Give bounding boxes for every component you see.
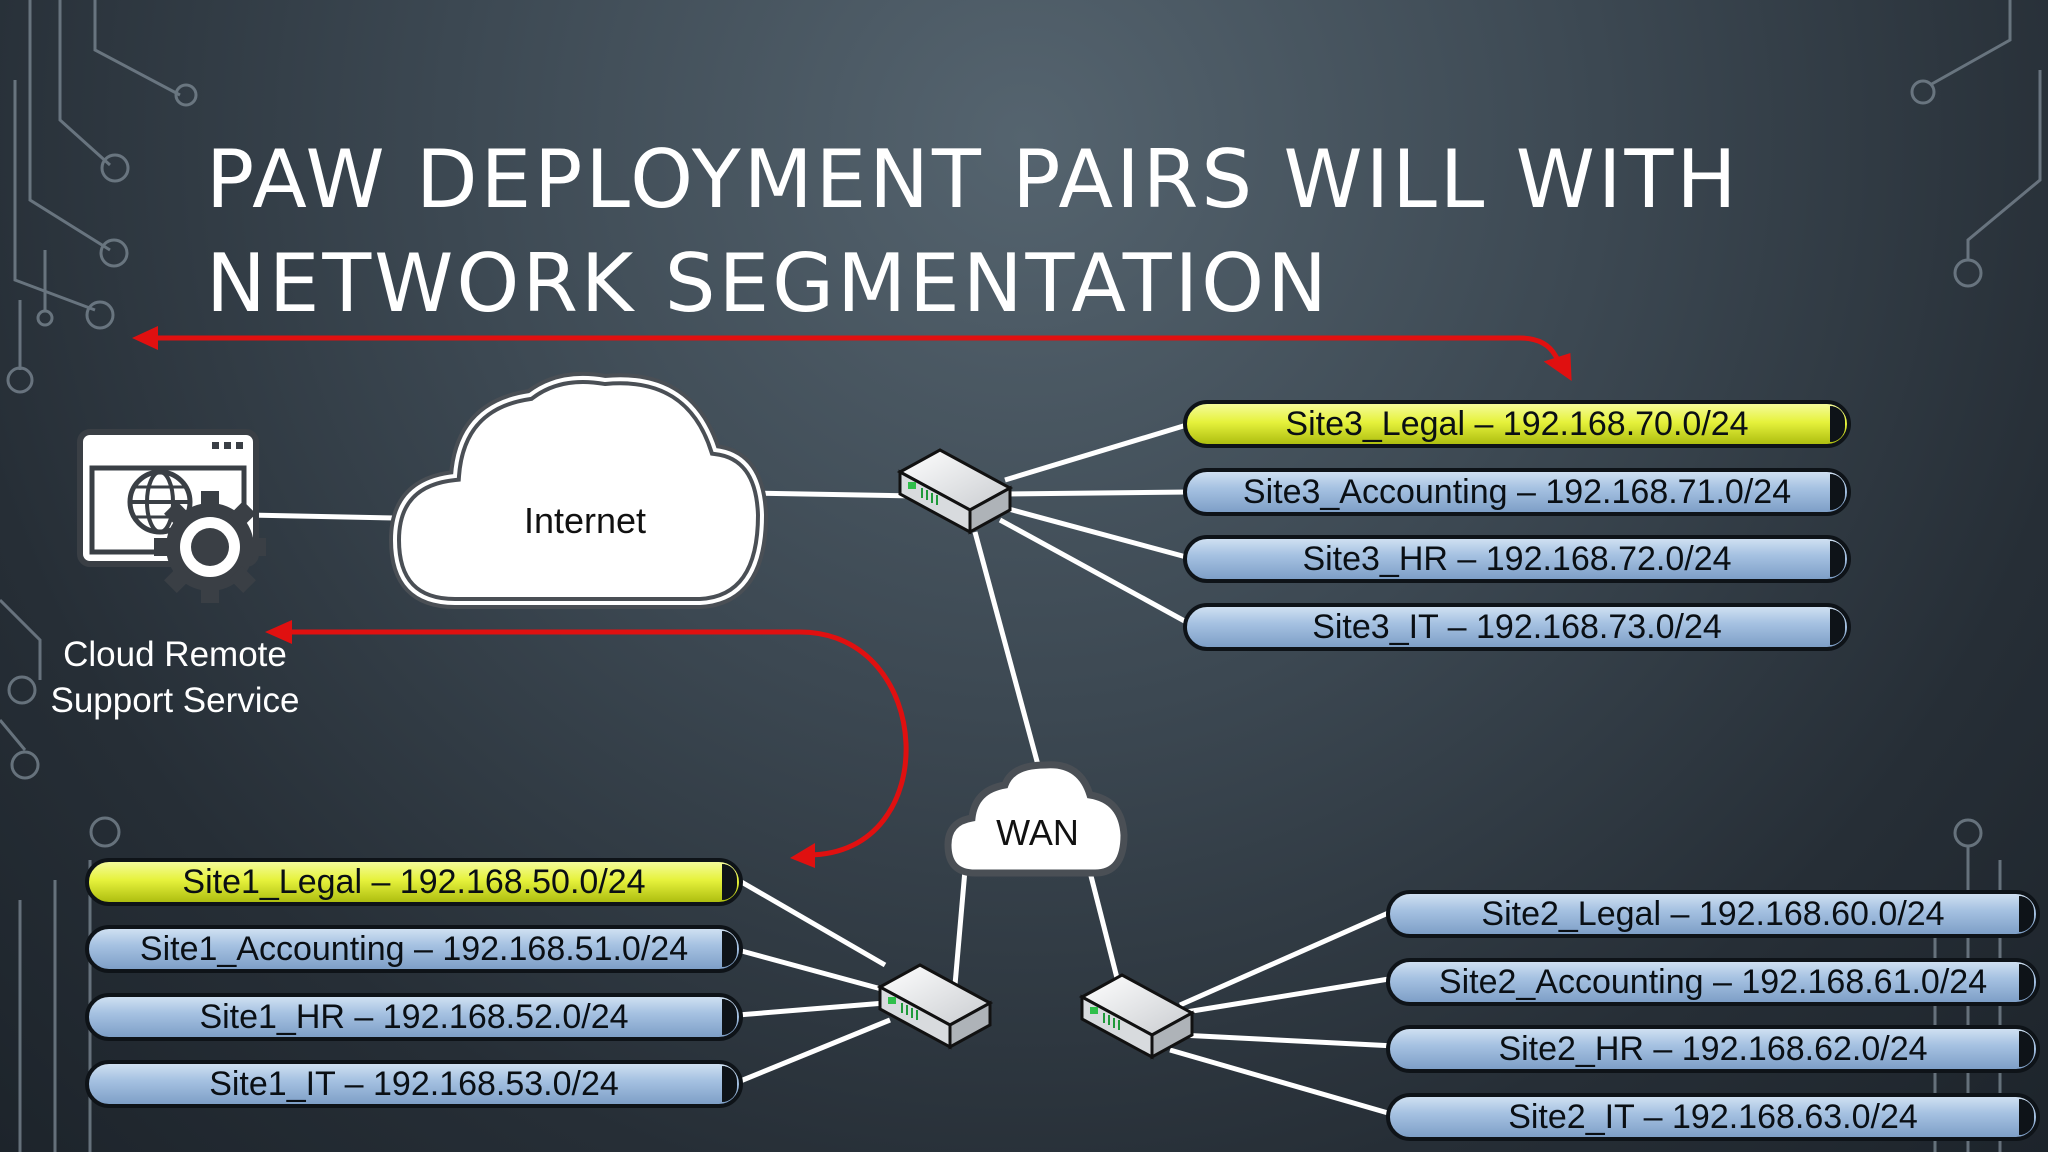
- switch-site2-icon: [1078, 973, 1196, 1060]
- switch-site1-icon: [876, 963, 994, 1050]
- link-switch3-accounting: [1004, 489, 1191, 497]
- segment-site1-it: Site1_IT – 192.168.53.0/24: [85, 1060, 743, 1108]
- cloud-service-label: Cloud Remote Support Service: [30, 632, 320, 724]
- red-arrow-top: [132, 326, 1572, 381]
- segment-site1-hr: Site1_HR – 192.168.52.0/24: [85, 993, 743, 1041]
- segment-site3-hr: Site3_HR – 192.168.72.0/24: [1183, 535, 1851, 583]
- segment-site1-legal: Site1_Legal – 192.168.50.0/24: [85, 858, 743, 906]
- internet-cloud-icon: [388, 371, 769, 609]
- switch-site3-icon: [896, 448, 1014, 535]
- cloud-service-label-line-2: Support Service: [50, 681, 300, 720]
- link-wan-switch1: [952, 869, 968, 986]
- wan-label: WAN: [996, 812, 1079, 853]
- title-line-2: NETWORK SEGMENTATION: [206, 237, 1330, 330]
- cloud-service-label-line-1: Cloud Remote: [63, 635, 287, 674]
- link-switch1-hr: [737, 1000, 886, 1018]
- link-switch1-accounting: [737, 947, 886, 993]
- link-switch3-wan: [972, 531, 1041, 766]
- link-service-internet: [249, 512, 396, 521]
- cloud-service-icon: [77, 429, 266, 603]
- slide-title: PAW DEPLOYMENT PAIRS WILL WITH NETWORK S…: [206, 128, 1906, 336]
- link-internet-switch3: [744, 490, 916, 499]
- network-links: [249, 421, 1397, 1118]
- segment-site2-legal: Site2_Legal – 192.168.60.0/24: [1386, 890, 2040, 938]
- link-switch3-it: [998, 517, 1192, 627]
- red-arrow-bottom: [265, 620, 909, 868]
- segment-site2-hr: Site2_HR – 192.168.62.0/24: [1386, 1025, 2040, 1073]
- link-switch3-hr: [1004, 505, 1191, 561]
- title-line-1: PAW DEPLOYMENT PAIRS WILL WITH: [206, 133, 1740, 226]
- link-switch2-it: [1169, 1047, 1396, 1118]
- segment-site3-legal: Site3_Legal – 192.168.70.0/24: [1183, 400, 1851, 448]
- link-switch3-legal: [1004, 421, 1191, 483]
- segment-site3-accounting: Site3_Accounting – 192.168.71.0/24: [1183, 468, 1851, 516]
- link-switch2-accounting: [1179, 975, 1396, 1016]
- link-switch2-legal: [1178, 907, 1397, 1008]
- link-switch2-hr: [1179, 1032, 1396, 1049]
- link-switch1-it: [737, 1017, 891, 1085]
- segment-site3-it: Site3_IT – 192.168.73.0/24: [1183, 603, 1851, 651]
- segment-site2-accounting: Site2_Accounting – 192.168.61.0/24: [1386, 958, 2040, 1006]
- link-switch1-legal: [736, 877, 887, 968]
- segment-site2-it: Site2_IT – 192.168.63.0/24: [1386, 1093, 2040, 1141]
- internet-label: Internet: [523, 500, 647, 541]
- link-wan-switch2: [1087, 871, 1120, 979]
- segment-site1-accounting: Site1_Accounting – 192.168.51.0/24: [85, 925, 743, 973]
- wan-cloud-icon: [944, 761, 1128, 877]
